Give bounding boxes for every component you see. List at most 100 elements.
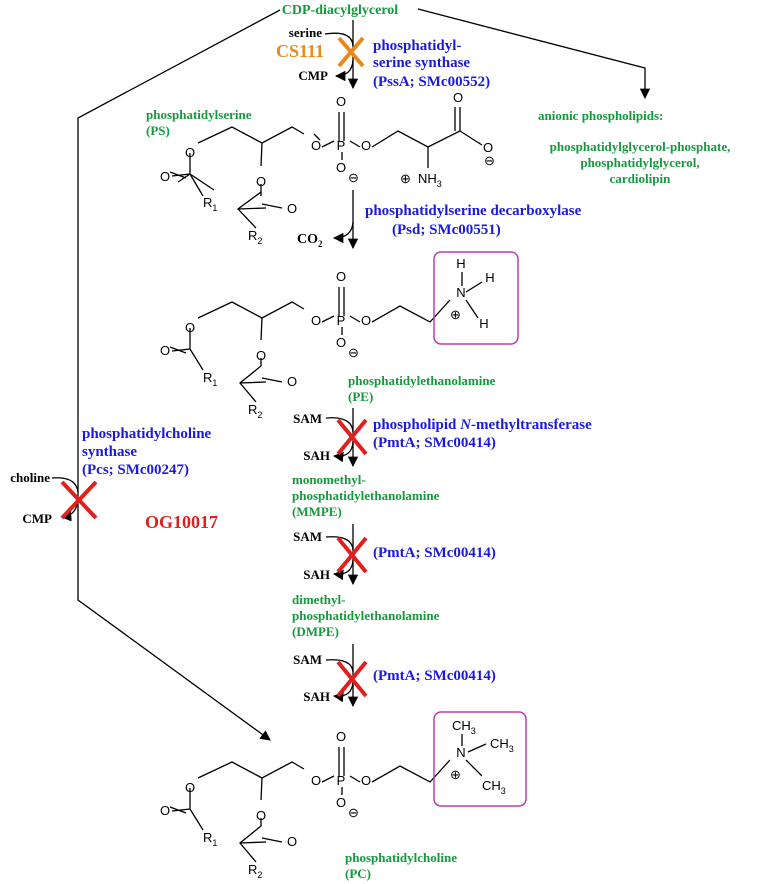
ps-p-o-minus: O: [336, 160, 346, 175]
anionic-line3: cardiolipin: [610, 171, 671, 186]
ps-structure: phosphatidylserine (PS): [146, 107, 483, 229]
pe-n: N: [456, 285, 465, 300]
pe-amine-charge: ⊕: [450, 307, 461, 322]
sah2-label: SAH: [303, 567, 330, 582]
choline-in-curve: [51, 477, 79, 493]
pe-r2: R2: [248, 402, 262, 420]
pcs-enzyme-line1: phosphatidylcholine: [82, 426, 212, 442]
ps-carboxyl-o-minus: O: [483, 140, 493, 155]
cmp-pcs-label: CMP: [22, 511, 52, 526]
sah3-out-curve: [332, 681, 354, 703]
ps-p-o-double: O: [336, 94, 346, 109]
pc-r2: R2: [248, 862, 262, 880]
co2-out-curve: [332, 221, 354, 244]
pe-h3: H: [479, 316, 488, 331]
ps-r2: R2: [248, 228, 262, 246]
pe-h1: H: [456, 256, 465, 271]
cmp-label: CMP: [298, 68, 328, 83]
ps-name: phosphatidylserine: [146, 107, 252, 122]
anionic-title: anionic phospholipids:: [538, 108, 663, 123]
psd-gene-label: (Psd; SMc00551): [392, 222, 501, 238]
pc-ammonium-charge: ⊕: [450, 767, 461, 782]
pc-o3: O: [311, 773, 321, 788]
pcs-enzyme-line2: synthase: [82, 444, 137, 460]
pe-o-carbonyl2: O: [287, 374, 297, 389]
sam1-in-curve: [325, 417, 354, 433]
pc-n: N: [456, 745, 465, 760]
serine-label: serine: [289, 25, 322, 40]
pmta3-knockout-cross: [336, 660, 368, 698]
pc-structure: [169, 734, 487, 863]
sah2-out-curve: [332, 559, 354, 581]
pe-p-o-double: O: [336, 269, 346, 284]
pe-ammonium-box: [433, 251, 519, 345]
pe-abbr: (PE): [348, 389, 373, 404]
pc-o4: O: [361, 773, 371, 788]
pe-r1: R1: [203, 370, 217, 388]
sah3-label: SAH: [303, 689, 330, 704]
ps-amine-charge: ⊕: [400, 171, 411, 186]
pssa-knockout-cross: [337, 36, 365, 68]
pmta2-knockout-cross: [336, 536, 368, 574]
ps-o-carbonyl1: O: [160, 169, 170, 184]
pmta1-gene-label: (PmtA; SMc00414): [373, 435, 496, 451]
pc-ch3-bottom: CH3: [482, 778, 506, 796]
ps-o3: O: [311, 138, 321, 153]
serine-in-curve: [324, 32, 354, 47]
arrow-to-anionic: [417, 8, 651, 100]
pc-o2: O: [256, 808, 266, 823]
pc-r1: R1: [203, 830, 217, 848]
cdp-diacylglycerol-label: CDP-diacylglycerol: [282, 3, 398, 18]
pcs-gene-label: (Pcs; SMc00247): [82, 462, 189, 478]
cmp-out-curve: [334, 59, 354, 82]
og10017-mutant-label: OG10017: [145, 512, 218, 532]
dmpe-line1: dimethyl-: [292, 592, 345, 607]
pe-name: phosphatidylethanolamine: [348, 373, 496, 388]
sah1-label: SAH: [303, 448, 330, 463]
ps-p: P: [337, 138, 346, 153]
pe-structure: [169, 272, 483, 403]
ps-phosphate-charge: ⊖: [348, 170, 359, 185]
ps-o1: O: [185, 145, 195, 160]
dmpe-line2: phosphatidylethanolamine: [292, 608, 440, 623]
anionic-line1: phosphatidylglycerol-phosphate,: [550, 139, 731, 154]
pe-o3: O: [311, 313, 321, 328]
pc-o1: O: [185, 780, 195, 795]
sah1-out-curve: [332, 441, 354, 463]
pmta1-knockout-cross: [336, 418, 368, 456]
ps-o4: O: [361, 138, 371, 153]
pmta-enzyme-label: phospholipid N-methyltransferase: [373, 417, 592, 433]
pc-choline-box: [433, 711, 527, 807]
dmpe-abbr: (DMPE): [292, 624, 339, 639]
pmta3-gene-label: (PmtA; SMc00414): [373, 668, 496, 684]
sam2-in-curve: [325, 536, 354, 551]
sam1-label: SAM: [293, 411, 322, 426]
anionic-line2: phosphatidylglycerol,: [580, 155, 699, 170]
pssa-gene-label: (PssA; SMc00552): [373, 74, 490, 90]
pe-p-o-minus: O: [336, 335, 346, 350]
mmpe-line2: phosphatidylethanolamine: [292, 488, 440, 503]
ps-o2: O: [256, 174, 266, 189]
sam2-label: SAM: [293, 529, 322, 544]
pc-ch3-right: CH3: [490, 736, 514, 754]
pssa-enzyme-line1: phosphatidyl-: [373, 38, 461, 54]
ps-abbr: (PS): [146, 123, 170, 138]
ps-r1: R1: [203, 195, 217, 213]
pe-o1: O: [185, 320, 195, 335]
pc-name: phosphatidylcholine: [345, 850, 457, 865]
choline-label: choline: [10, 470, 50, 485]
mmpe-line1: monomethyl-: [292, 472, 366, 487]
cs111-mutant-label: CS111: [276, 41, 324, 61]
pe-o4: O: [361, 313, 371, 328]
pc-ch3-top: CH3: [452, 718, 476, 736]
ps-carboxyl-o: O: [453, 90, 463, 105]
pc-p: P: [337, 773, 346, 788]
pmta2-gene-label: (PmtA; SMc00414): [373, 545, 496, 561]
pssa-enzyme-line2: serine synthase: [373, 55, 470, 71]
ps-carboxyl-charge: ⊖: [484, 153, 495, 168]
ps-nh3: NH3: [418, 171, 442, 189]
pc-phosphate-charge: ⊖: [348, 805, 359, 820]
pc-abbr: (PC): [345, 866, 371, 881]
pe-p: P: [337, 313, 346, 328]
